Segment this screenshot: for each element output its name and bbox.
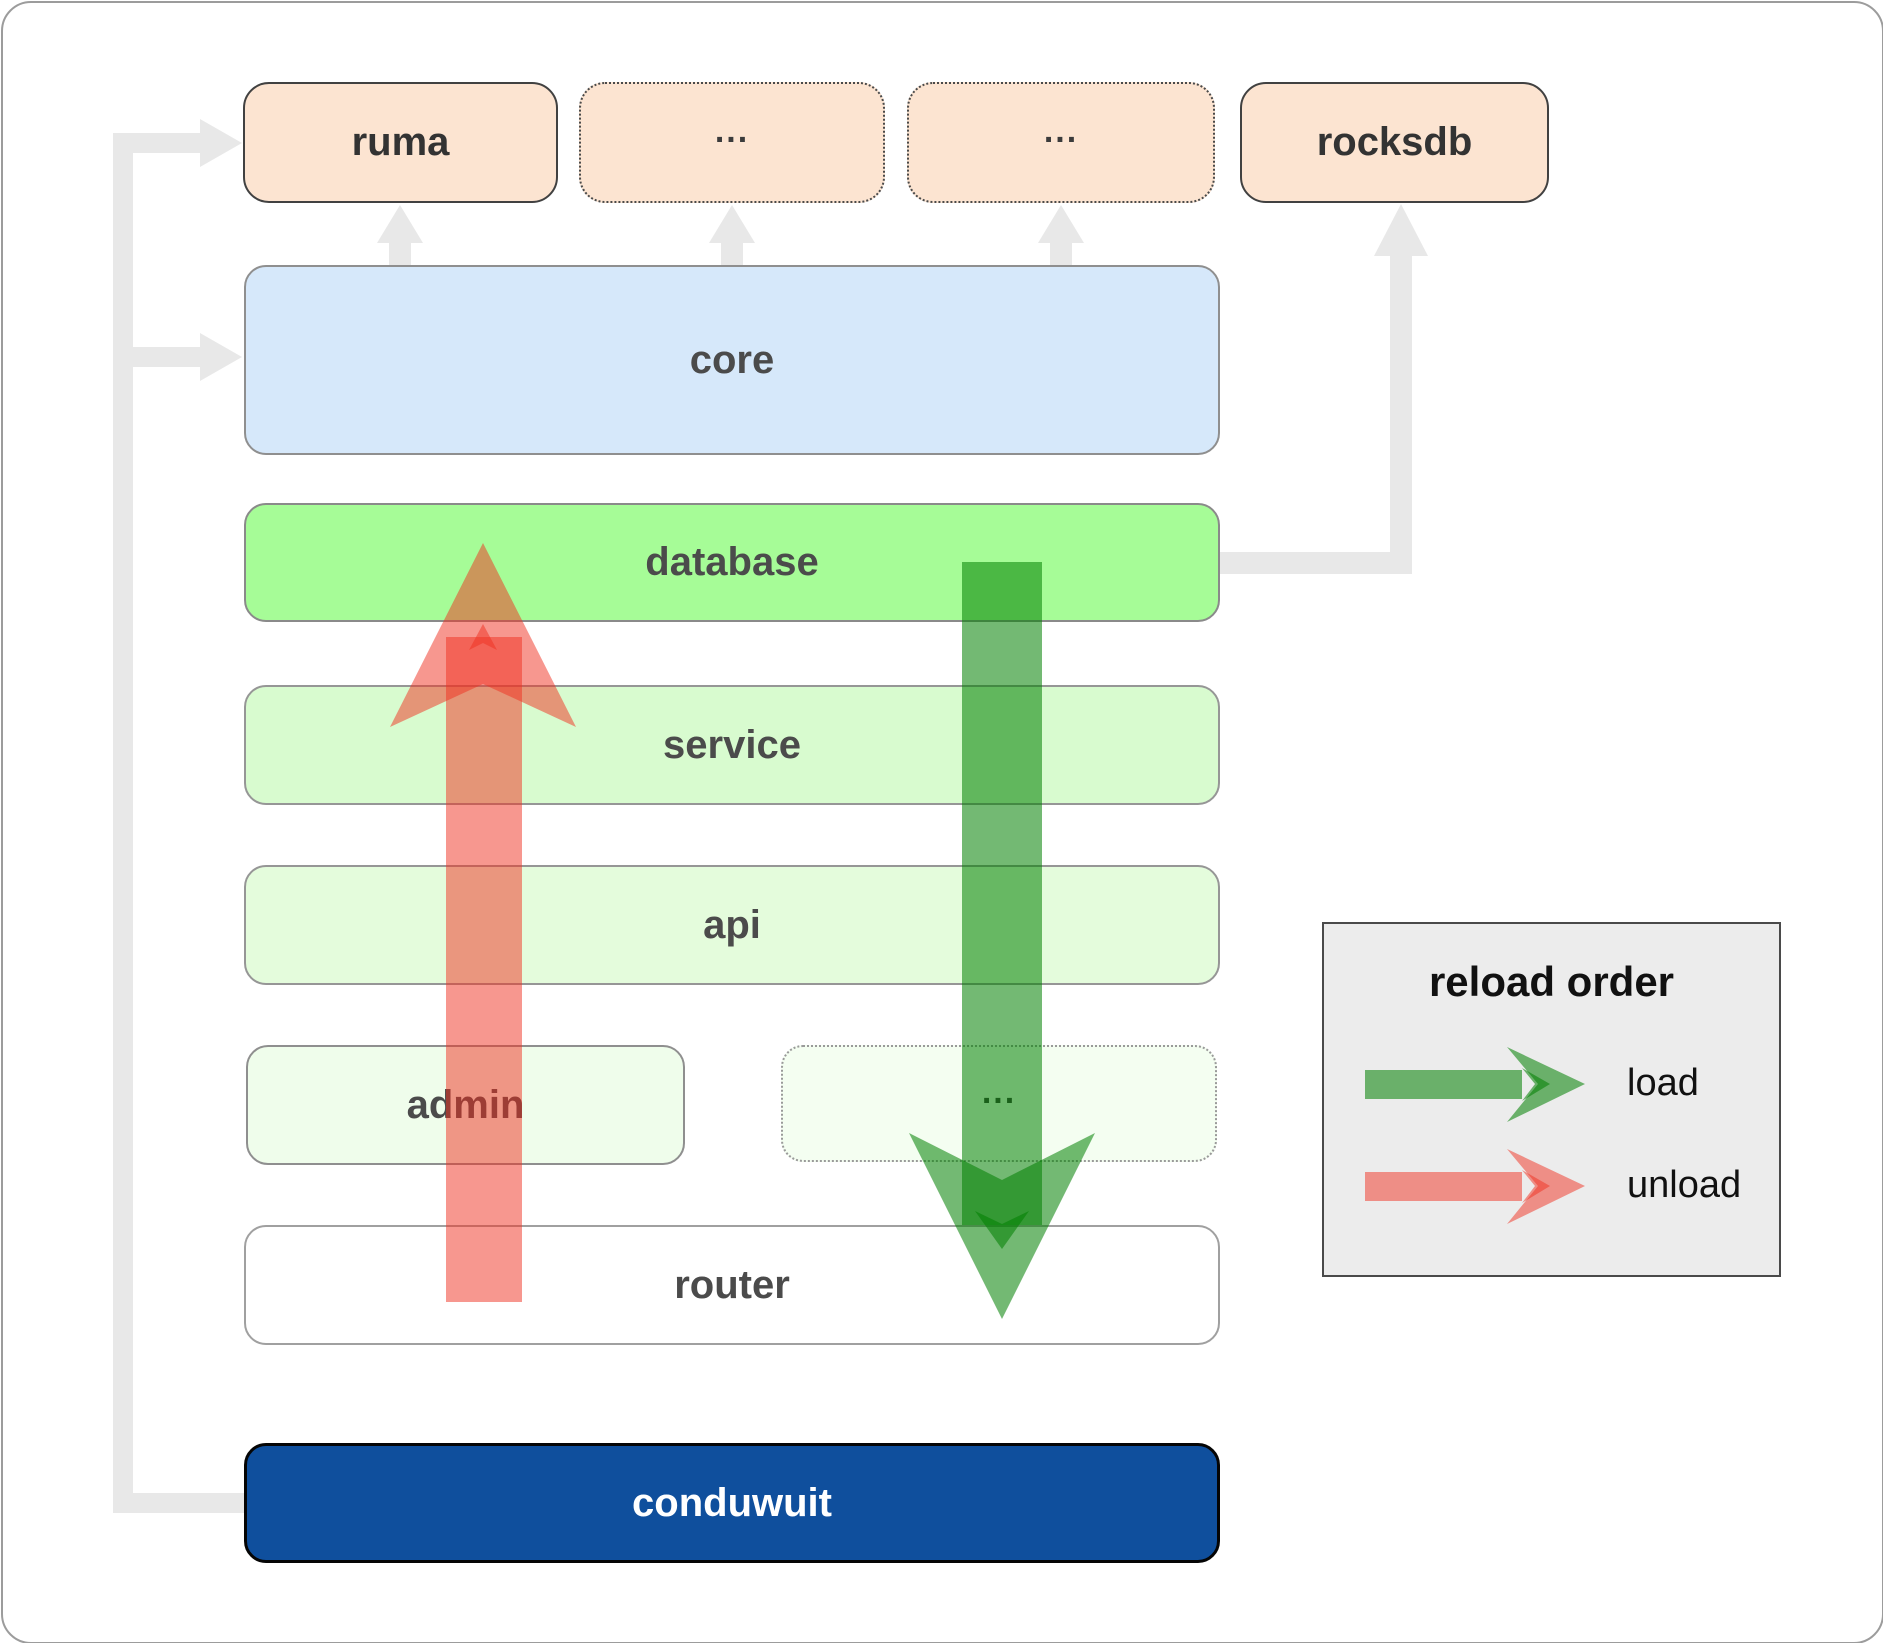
legend-title: reload order xyxy=(1428,958,1675,1005)
box-label: service xyxy=(663,722,801,767)
box-database: database xyxy=(244,503,1220,622)
box-label: ... xyxy=(714,111,750,150)
box-label: api xyxy=(703,902,761,947)
box-admin: admin xyxy=(246,1045,685,1165)
box-ruma: ruma xyxy=(243,82,558,203)
box-label: admin xyxy=(406,1082,525,1127)
box-core: core xyxy=(244,265,1220,455)
box-label: ... xyxy=(1043,111,1079,150)
legend: reload order load unload xyxy=(1322,922,1781,1277)
box-label: ... xyxy=(981,1072,1017,1111)
box-label: conduwuit xyxy=(632,1480,832,1525)
box-service: service xyxy=(244,685,1220,805)
box-label: database xyxy=(645,540,819,584)
box-api: api xyxy=(244,865,1220,985)
legend-label-load: load xyxy=(1627,1062,1699,1104)
box-router: router xyxy=(244,1225,1220,1345)
box-ellipsis-2: ... xyxy=(907,82,1215,203)
legend-load-arrow-icon xyxy=(1365,1047,1585,1122)
box-label: ruma xyxy=(351,120,450,164)
box-ellipsis-3: ... xyxy=(781,1045,1217,1162)
legend-label-unload: unload xyxy=(1627,1164,1742,1206)
box-label: router xyxy=(674,1262,790,1307)
box-ellipsis-1: ... xyxy=(579,82,885,203)
box-conduwuit: conduwuit xyxy=(244,1443,1220,1563)
box-label: rocksdb xyxy=(1316,120,1473,164)
legend-arrows xyxy=(1365,1047,1585,1224)
box-label: core xyxy=(689,337,775,382)
legend-unload-arrow-icon xyxy=(1365,1149,1585,1224)
box-rocksdb: rocksdb xyxy=(1240,82,1549,203)
